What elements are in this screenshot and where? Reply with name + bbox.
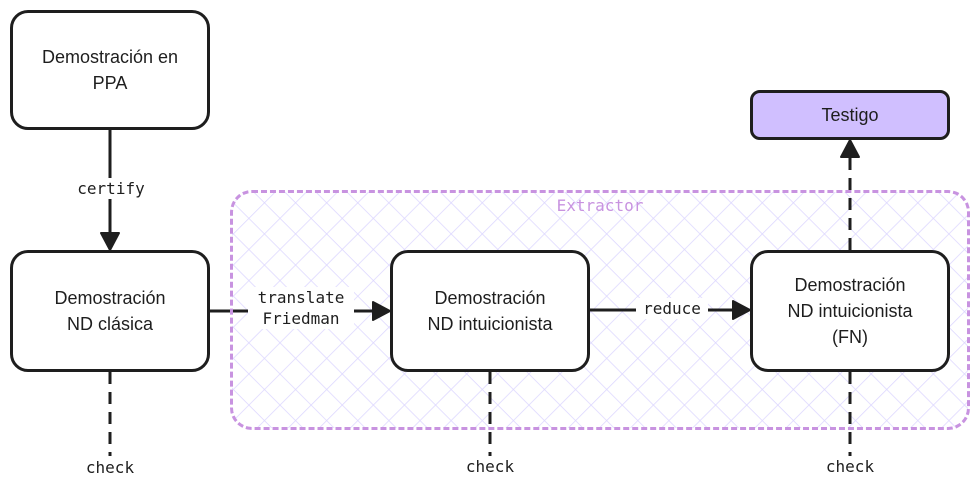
edge-translate-arrowhead — [372, 301, 391, 321]
node-nd-clasica[interactable]: Demostración ND clásica — [10, 250, 210, 372]
node-text-line: Demostración — [54, 288, 166, 308]
check-label-2: check — [465, 457, 515, 476]
node-text-line: (FN) — [832, 327, 868, 347]
edge-label-translate-friedman: translate Friedman — [248, 287, 354, 329]
edge-label-reduce: reduce — [636, 298, 708, 319]
node-text-line: Demostración en — [41, 47, 179, 67]
node-testigo[interactable]: Testigo — [750, 90, 950, 140]
edge-certify-arrowhead — [100, 232, 120, 251]
node-text-line: Demostración — [434, 288, 546, 308]
edge-label-certify: certify — [70, 178, 152, 199]
edge-label-line: Friedman — [262, 309, 340, 328]
node-text-line: Testigo — [821, 105, 879, 125]
check-label-1: check — [85, 458, 135, 477]
node-text-line: Demostración — [794, 275, 906, 295]
node-text-line: PPA — [92, 73, 128, 93]
check-label-3: check — [825, 457, 875, 476]
node-demostracion-ppa[interactable]: Demostración en PPA — [10, 10, 210, 130]
node-text-line: ND intuicionista — [787, 301, 913, 321]
edge-testigo-arrowhead — [840, 139, 860, 158]
edge-reduce-arrowhead — [732, 300, 751, 320]
node-text-line: ND clásica — [66, 314, 154, 334]
edge-label-line: translate — [257, 288, 345, 307]
extractor-group — [230, 190, 970, 430]
node-nd-intuicionista-fn[interactable]: Demostración ND intuicionista (FN) — [750, 250, 950, 372]
extractor-label: Extractor — [556, 196, 644, 215]
node-nd-intuicionista[interactable]: Demostración ND intuicionista — [390, 250, 590, 372]
node-text-line: ND intuicionista — [427, 314, 553, 334]
